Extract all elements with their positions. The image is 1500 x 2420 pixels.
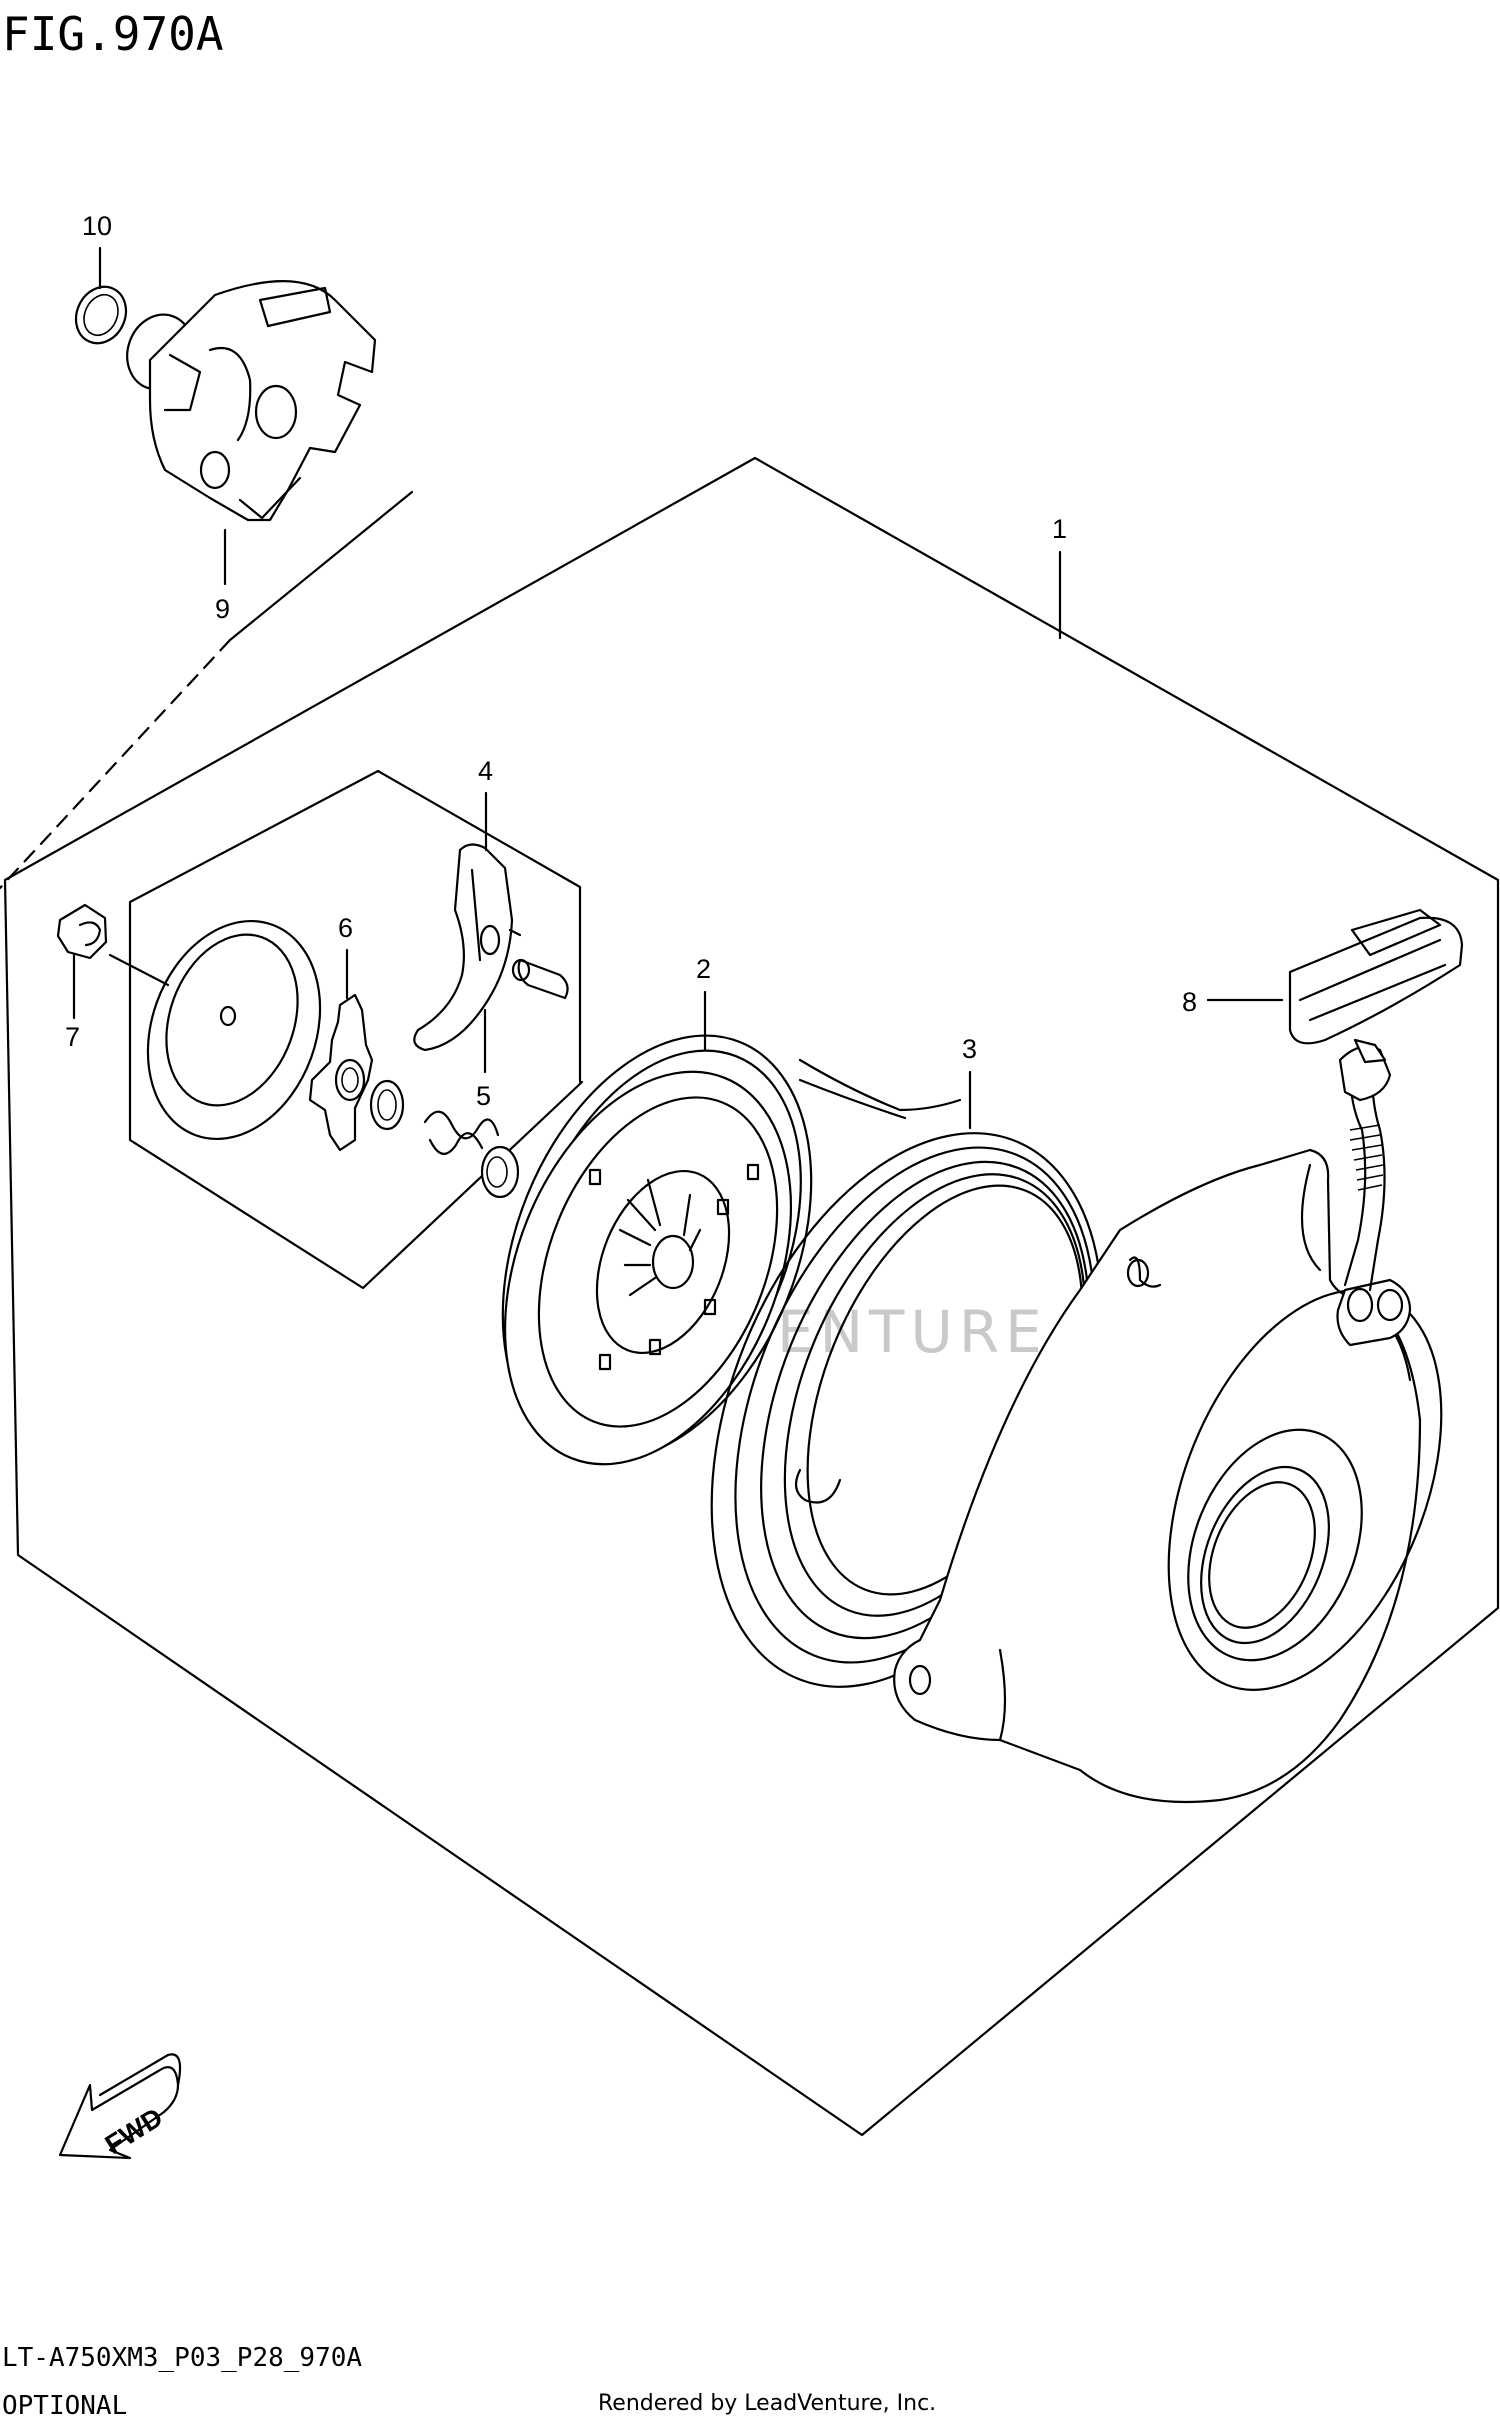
callout-1: 1 (1052, 514, 1067, 640)
part-9-flange (126, 280, 377, 522)
figure-title: FIG.970A (2, 7, 224, 61)
part-5-pin (511, 958, 569, 1000)
callout-2: 2 (696, 954, 711, 1052)
callout-10: 10 (82, 211, 112, 290)
svg-text:10: 10 (82, 211, 112, 241)
subassembly-boundary-4 (128, 769, 584, 1290)
svg-text:5: 5 (476, 1081, 491, 1111)
svg-text:1: 1 (1052, 514, 1067, 544)
spring-and-collars (369, 1079, 520, 1199)
svg-text:2: 2 (696, 954, 711, 984)
callout-7: 7 (65, 953, 80, 1052)
svg-text:7: 7 (65, 1022, 80, 1052)
svg-text:4: 4 (478, 756, 493, 786)
starter-case (893, 1148, 1443, 1804)
callout-9: 9 (215, 528, 230, 624)
fwd-arrow-icon: FWD (58, 2053, 182, 2160)
starter-rope (1343, 1068, 1386, 1292)
model-code: LT-A750XM3_P03_P28_970A (2, 2343, 362, 2373)
render-credit: Rendered by LeadVenture, Inc. (598, 2391, 936, 2416)
callout-4: 4 (478, 756, 493, 852)
assembly-boundary-1 (3, 456, 1500, 2137)
svg-text:9: 9 (215, 594, 230, 624)
leader-line-9 (228, 490, 414, 642)
svg-text:FWD: FWD (100, 2102, 168, 2160)
svg-text:6: 6 (338, 913, 353, 943)
svg-text:8: 8 (1182, 987, 1197, 1017)
part-4-ratchet (413, 843, 522, 1052)
ratchet-plate (146, 919, 322, 1141)
part-7-nut (56, 903, 170, 987)
part-2-reel (501, 1034, 962, 1466)
optional-note: OPTIONAL (2, 2391, 127, 2420)
svg-text:3: 3 (962, 1034, 977, 1064)
callout-8: 8 (1182, 987, 1284, 1017)
part-6-retainer (308, 993, 374, 1152)
part-8-handle (1288, 908, 1464, 1102)
part-10-o-ring (74, 285, 128, 345)
callout-3: 3 (962, 1034, 977, 1130)
callout-5: 5 (476, 1008, 491, 1111)
callout-6: 6 (338, 913, 353, 1000)
leader-line-9-dash (0, 638, 232, 890)
rope-grommet (1336, 1278, 1412, 1347)
